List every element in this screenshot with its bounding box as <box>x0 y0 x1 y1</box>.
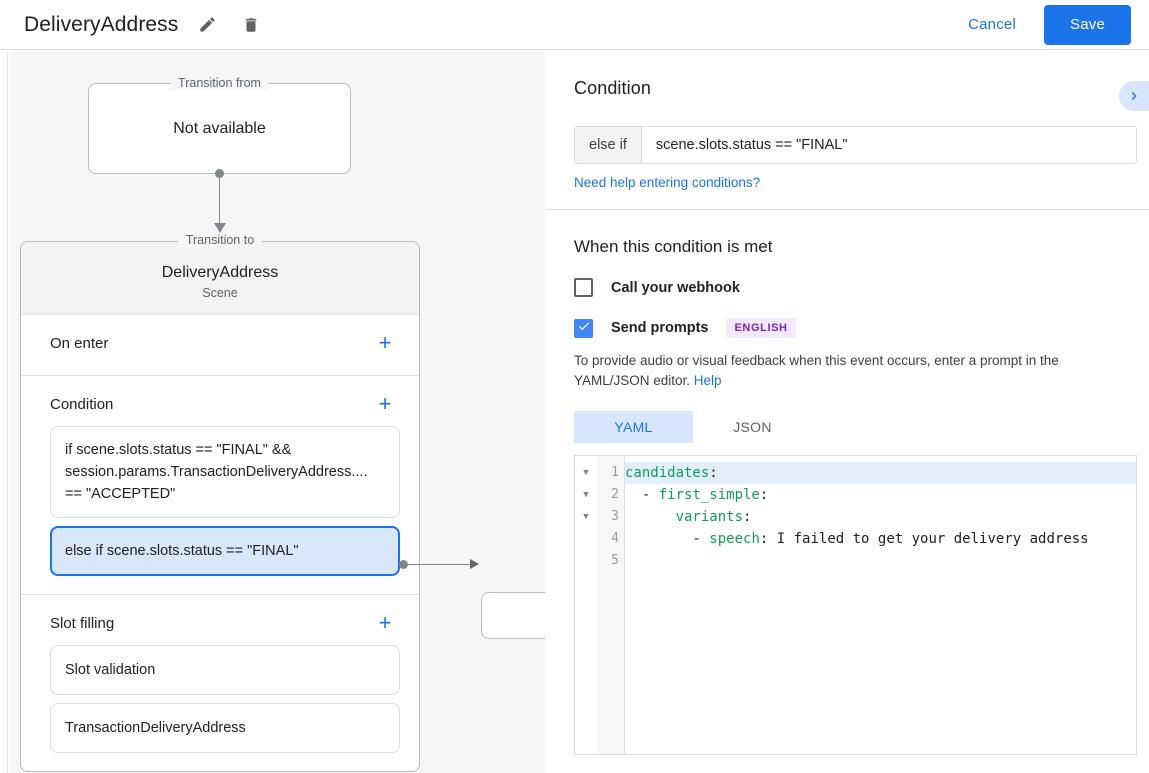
section-condition-header: Condition + <box>21 376 419 426</box>
transition-to-card[interactable]: Transition to DeliveryAddress Scene On e… <box>20 233 420 772</box>
slot-validation-item[interactable]: Slot validation <box>50 645 400 695</box>
section-on-enter-title: On enter <box>50 334 109 352</box>
prompts-hint: To provide audio or visual feedback when… <box>574 351 1121 391</box>
check-icon <box>577 319 591 338</box>
slot-item-transaction-delivery-address[interactable]: TransactionDeliveryAddress <box>50 703 400 753</box>
fold-spacer <box>575 528 597 550</box>
scene-name: DeliveryAddress <box>161 264 279 281</box>
line-number: 5 <box>611 553 619 568</box>
transition-to-legend: Transition to <box>177 233 263 247</box>
transition-from-value: Not available <box>173 119 266 137</box>
condition-input[interactable] <box>641 127 1136 163</box>
send-prompts-checkbox[interactable] <box>574 318 593 338</box>
cancel-button[interactable]: Cancel <box>956 8 1028 41</box>
save-button[interactable]: Save <box>1044 4 1131 45</box>
send-prompts-checkbox-row[interactable]: Send prompts ENGLISH <box>574 318 1121 338</box>
webhook-checkbox-row[interactable]: Call your webhook <box>574 278 1121 297</box>
fold-spacer <box>575 550 597 572</box>
condition-help-link[interactable]: Need help entering conditions? <box>574 175 761 190</box>
transition-from-legend: Transition from <box>170 76 269 90</box>
fold-toggle[interactable]: ▼ <box>583 512 589 522</box>
prompts-help-link[interactable]: Help <box>693 373 722 388</box>
scene-node-header: DeliveryAddress Scene <box>21 242 419 315</box>
when-condition-met-heading: When this condition is met <box>574 237 773 256</box>
tab-yaml[interactable]: YAML <box>574 411 693 443</box>
target-node-stub[interactable] <box>481 592 545 639</box>
condition-item-selected[interactable]: else if scene.slots.status == "FINAL" <box>50 526 400 576</box>
connector-dot-condition <box>399 560 408 569</box>
section-condition-title: Condition <box>50 395 114 413</box>
add-slot-filling-button[interactable]: + <box>373 611 397 635</box>
code-line[interactable] <box>625 550 1136 572</box>
editor-tabs: YAML JSON <box>574 411 1121 443</box>
when-condition-met-section: When this condition is met Call your web… <box>546 210 1149 755</box>
panel-divider <box>546 209 1149 210</box>
code-line[interactable]: - first_simple: <box>625 487 769 503</box>
call-webhook-checkbox[interactable] <box>574 278 593 297</box>
section-condition: Condition + if scene.slots.status == "FI… <box>21 376 419 595</box>
details-panel: Condition else if Need help entering con… <box>546 51 1149 773</box>
editor-fold-gutter: ▼ ▼ ▼ <box>575 456 597 754</box>
edit-button[interactable] <box>192 10 222 40</box>
delete-button[interactable] <box>236 10 266 40</box>
section-slot-filling: Slot filling + Slot validation Transacti… <box>21 595 419 771</box>
call-webhook-label: Call your webhook <box>611 279 740 296</box>
condition-input-row[interactable]: else if <box>574 126 1137 164</box>
line-number: 4 <box>611 531 619 546</box>
add-condition-button[interactable]: + <box>373 392 397 416</box>
fold-toggle[interactable]: ▼ <box>583 468 589 478</box>
condition-prefix: else if <box>575 127 642 163</box>
connector-line-vertical <box>219 173 220 227</box>
code-line[interactable]: - speech: I failed to get your delivery … <box>625 531 1089 547</box>
condition-section: Condition else if Need help entering con… <box>546 51 1149 209</box>
code-line[interactable]: variants: <box>675 509 752 525</box>
connector-line-horizontal <box>404 564 471 565</box>
editor-line-numbers: 1 2 3 4 5 <box>597 456 625 754</box>
send-prompts-label: Send prompts <box>611 320 709 336</box>
section-on-enter: On enter + <box>21 315 419 376</box>
line-number: 1 <box>611 465 619 480</box>
language-badge: ENGLISH <box>726 318 796 338</box>
line-number: 2 <box>611 487 619 502</box>
line-number: 3 <box>611 509 619 524</box>
code-editor[interactable]: ▼ ▼ ▼ 1 2 3 4 5 candidates: - first_simp… <box>574 455 1137 755</box>
panel-title: Condition <box>574 78 651 98</box>
flow-canvas[interactable]: Transition from Not available Transition… <box>9 51 545 773</box>
condition-item[interactable]: if scene.slots.status == "FINAL" && sess… <box>50 426 400 518</box>
transition-from-card[interactable]: Transition from Not available <box>88 76 351 174</box>
section-on-enter-header: On enter + <box>21 315 419 365</box>
section-slot-filling-title: Slot filling <box>50 614 115 632</box>
chevron-right-icon[interactable] <box>1119 81 1149 111</box>
connector-arrow-down <box>214 223 226 233</box>
left-rail <box>0 51 8 773</box>
section-slot-filling-header: Slot filling + <box>21 595 419 645</box>
fold-toggle[interactable]: ▼ <box>583 490 589 500</box>
add-on-enter-button[interactable]: + <box>373 331 397 355</box>
code-line[interactable]: candidates: <box>625 462 1136 484</box>
top-bar: DeliveryAddress Cancel Save <box>0 0 1149 50</box>
tab-json[interactable]: JSON <box>693 411 812 443</box>
editor-code-area[interactable]: candidates: - first_simple: variants: - … <box>625 456 1136 754</box>
page-title: DeliveryAddress <box>24 12 179 36</box>
connector-arrow-right <box>470 559 479 569</box>
scene-type: Scene <box>202 286 238 300</box>
prompts-hint-text: To provide audio or visual feedback when… <box>574 353 1059 388</box>
pencil-icon <box>198 15 217 34</box>
trash-icon <box>242 16 260 34</box>
